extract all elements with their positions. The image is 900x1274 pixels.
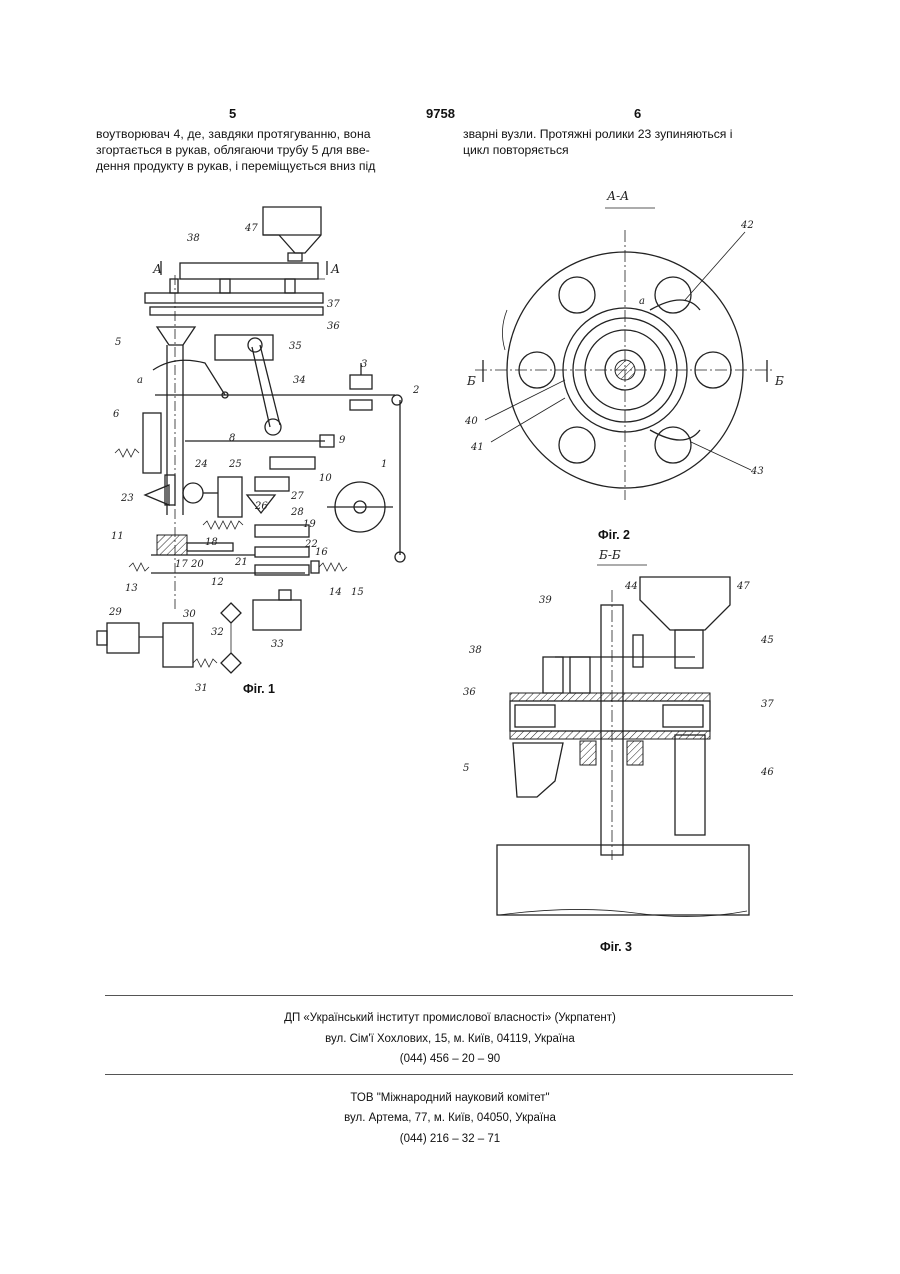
footer-block-1-line-2: вул. Сім'ї Хохлових, 15, м. Київ, 04119,… bbox=[0, 1033, 900, 1045]
fig3-label: 44 bbox=[624, 581, 638, 592]
fig1-label: 23 bbox=[120, 493, 134, 504]
patent-number: 9758 bbox=[426, 106, 455, 121]
fig1-label: 27 bbox=[290, 491, 304, 502]
footer-block-2-line-2: вул. Артема, 77, м. Київ, 04050, Україна bbox=[0, 1112, 900, 1124]
fig1-label: 15 bbox=[351, 587, 364, 598]
fig1-label: 32 bbox=[211, 627, 224, 638]
figure-1-caption: Фіг. 1 bbox=[243, 682, 275, 696]
figure-1-drawing: 47 38 37 36 35 5 а 34 3 2 6 8 9 24 25 10… bbox=[95, 195, 435, 705]
fig1-label: 8 bbox=[229, 433, 235, 444]
fig2-label: 43 bbox=[750, 466, 764, 477]
figure-2-caption: Фіг. 2 bbox=[598, 528, 630, 542]
fig2-section-title: А-А bbox=[606, 189, 629, 203]
fig1-label: 14 bbox=[329, 587, 342, 598]
fig1-label: 16 bbox=[315, 547, 328, 558]
fig3-label: 39 bbox=[539, 595, 552, 606]
fig3-label: 45 bbox=[760, 635, 774, 646]
fig2-label: 41 bbox=[470, 442, 484, 453]
fig1-label: 33 bbox=[271, 639, 284, 650]
fig3-section-title: Б-Б bbox=[598, 548, 621, 562]
fig1-label: 18 bbox=[205, 537, 218, 548]
fig1-label: 13 bbox=[125, 583, 138, 594]
fig2-label: 42 bbox=[740, 220, 754, 231]
footer-block-2-line-1: ТОВ "Міжнародний науковий комітет" bbox=[0, 1092, 900, 1104]
fig1-label: 9 bbox=[339, 435, 346, 446]
fig1-label: 47 bbox=[244, 223, 258, 234]
right-column-text: зварні вузли. Протяжні ролики 23 зупиняю… bbox=[463, 126, 793, 158]
figure-3-caption: Фіг. 3 bbox=[600, 940, 632, 954]
figure-1: 47 38 37 36 35 5 а 34 3 2 6 8 9 24 25 10… bbox=[95, 195, 435, 705]
fig2-label: а bbox=[639, 296, 645, 307]
left-line-3: дення продукту в рукав, і переміщується … bbox=[96, 158, 422, 174]
left-column-text: воутворювач 4, де, завдяки протягуванню,… bbox=[96, 126, 422, 174]
right-line-1: зварні вузли. Протяжні ролики 23 зупиняю… bbox=[463, 126, 793, 142]
fig1-label: 2 bbox=[412, 385, 419, 396]
fig1-label: 36 bbox=[327, 321, 340, 332]
fig1-label: 11 bbox=[111, 531, 124, 542]
left-page-number: 5 bbox=[229, 106, 236, 121]
fig1-label: 19 bbox=[303, 519, 316, 530]
fig1-label: 24 bbox=[194, 459, 208, 470]
fig1-label: 21 bbox=[234, 557, 248, 568]
fig1-label: 31 bbox=[195, 683, 208, 694]
fig3-label: 37 bbox=[761, 699, 774, 710]
fig1-label: 20 bbox=[190, 559, 204, 570]
left-line-2: згортається в рукав, облягаючи трубу 5 д… bbox=[96, 142, 422, 158]
fig1-label: 35 bbox=[289, 341, 302, 352]
footer-divider-top bbox=[105, 995, 793, 996]
fig1-label: 29 bbox=[108, 607, 122, 618]
fig1-label: 17 bbox=[175, 559, 188, 570]
fig3-label: 47 bbox=[736, 581, 750, 592]
fig1-label: 30 bbox=[183, 609, 196, 620]
figure-3-drawing: Б-Б 39 44 47 45 38 36 37 5 46 bbox=[455, 545, 800, 940]
fig3-label: 5 bbox=[463, 763, 469, 774]
fig1-label: 37 bbox=[327, 299, 340, 310]
fig1-label: 6 bbox=[113, 409, 120, 420]
fig1-label: 10 bbox=[319, 473, 332, 484]
fig1-label: 26 bbox=[254, 501, 268, 512]
fig1-label: 34 bbox=[293, 375, 306, 386]
fig1-label: 1 bbox=[381, 459, 387, 470]
right-line-2: цикл повторяється bbox=[463, 142, 793, 158]
fig3-label: 36 bbox=[463, 687, 476, 698]
fig3-label: 46 bbox=[760, 767, 774, 778]
fig1-label: 38 bbox=[187, 233, 200, 244]
fig3-label: 38 bbox=[469, 645, 482, 656]
fig2-section-mark: Б bbox=[466, 374, 476, 388]
footer-block-2-line-3: (044) 216 – 32 – 71 bbox=[0, 1133, 900, 1145]
footer-divider-middle bbox=[105, 1074, 793, 1075]
fig1-label: 28 bbox=[290, 507, 304, 518]
fig1-label: 3 bbox=[361, 359, 367, 370]
fig1-section-mark: А bbox=[152, 262, 162, 276]
left-line-1: воутворювач 4, де, завдяки протягуванню,… bbox=[96, 126, 422, 142]
fig1-label: 25 bbox=[228, 459, 242, 470]
footer-block-1-line-1: ДП «Український інститут промислової вла… bbox=[0, 1012, 900, 1024]
fig2-label: 40 bbox=[464, 416, 478, 427]
fig2-section-mark: Б bbox=[774, 374, 784, 388]
fig1-section-mark: А bbox=[330, 262, 340, 276]
figure-3: Б-Б 39 44 47 45 38 36 37 5 46 Фіг. 3 bbox=[455, 545, 800, 965]
fig1-label: а bbox=[137, 375, 143, 386]
fig1-label: 12 bbox=[211, 577, 224, 588]
fig1-label: 5 bbox=[115, 337, 121, 348]
figure-2: А-А 42 а 40 41 43 Б Б Фіг. 2 bbox=[455, 170, 795, 550]
footer-block-1-line-3: (044) 456 – 20 – 90 bbox=[0, 1053, 900, 1065]
figure-2-drawing: А-А 42 а 40 41 43 Б Б bbox=[455, 170, 795, 550]
right-page-number: 6 bbox=[634, 106, 641, 121]
